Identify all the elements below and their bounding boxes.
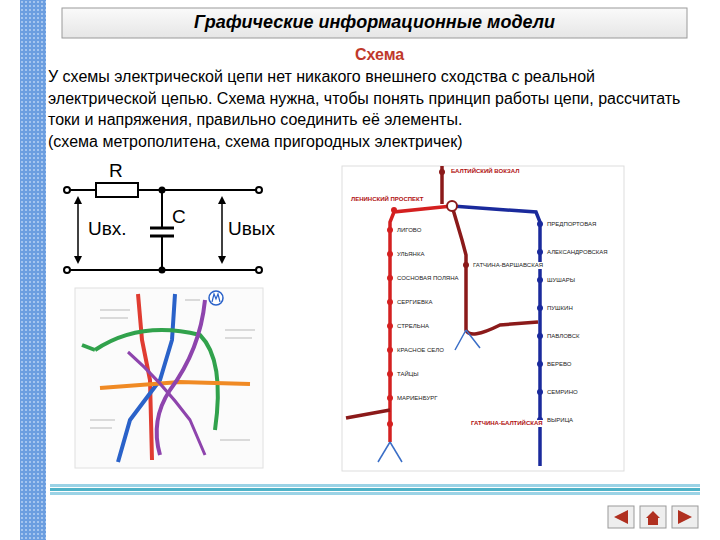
station-name: ПУШКИН bbox=[546, 305, 574, 312]
station-dot bbox=[387, 275, 393, 281]
nav-buttons bbox=[608, 506, 698, 528]
station-dot bbox=[537, 333, 543, 339]
station-name: СЕРГИЕВКА bbox=[396, 299, 433, 306]
body-text: У схемы электрической цепи нет никакого … bbox=[48, 66, 698, 131]
station-name: ШУШАРЫ bbox=[546, 277, 576, 284]
station-dot bbox=[387, 347, 393, 353]
station-name: ЛЕНИНСКИЙ ПРОСПЕКТ bbox=[350, 196, 425, 203]
station-name: ПАВЛОВСК bbox=[546, 333, 580, 340]
slide-title: Графические информационные модели bbox=[62, 12, 687, 33]
station-dot bbox=[439, 169, 445, 175]
station-dot bbox=[387, 251, 393, 257]
station-name: ГАТЧИНА-БАЛТИЙСКАЯ bbox=[470, 420, 544, 427]
bottom-bar bbox=[50, 484, 700, 495]
station-name: ЛИГОВО bbox=[396, 227, 422, 234]
station-name: ГАТЧИНА-ВАРШАВСКАЯ bbox=[472, 262, 544, 269]
station-name: БАЛТИЙСКИЙ ВОКЗАЛ bbox=[450, 168, 520, 175]
station-name: АЛЕКСАНДРОВСКАЯ bbox=[546, 249, 609, 256]
station-name: СЕМРИНО bbox=[546, 389, 579, 396]
station-dot bbox=[387, 371, 393, 377]
station-name: ВЕРЕВО bbox=[546, 361, 572, 368]
station-name: ТАЙЦЫ bbox=[396, 371, 420, 378]
station-dot bbox=[387, 299, 393, 305]
station-dot bbox=[391, 207, 397, 213]
station-dot bbox=[463, 262, 469, 268]
station-dot bbox=[537, 249, 543, 255]
station-dot bbox=[537, 389, 543, 395]
signal-name: Uвх. bbox=[88, 218, 127, 240]
station-name: КРАСНОЕ СЕЛО bbox=[396, 347, 445, 354]
station-name: МАРИЕНБУРГ bbox=[396, 395, 439, 402]
metro-map bbox=[75, 288, 263, 468]
station-name: СОСНОВАЯ ПОЛЯНА bbox=[396, 275, 460, 282]
station-dot bbox=[537, 277, 543, 283]
station-name: УЛЬЯНКА bbox=[396, 251, 425, 258]
capacitor-label: C bbox=[172, 206, 186, 228]
station-name: ВЫРИЦА bbox=[546, 417, 574, 424]
resistor-label: R bbox=[109, 160, 123, 182]
title-bar bbox=[62, 8, 687, 38]
section-heading: Схема bbox=[355, 46, 404, 64]
station-dot bbox=[387, 421, 393, 427]
station-dot bbox=[387, 395, 393, 401]
signal-name: Uвых bbox=[228, 218, 275, 240]
station-dot bbox=[387, 227, 393, 233]
side-strip bbox=[20, 0, 46, 540]
station-dot bbox=[387, 323, 393, 329]
station-name: ПРЕДПОРТОВАЯ bbox=[546, 221, 597, 228]
body-note: (схема метрополитена, схема пригородных … bbox=[48, 131, 698, 153]
station-dot bbox=[537, 305, 543, 311]
station-dot bbox=[537, 361, 543, 367]
suburban-train-scheme bbox=[342, 166, 624, 471]
station-name: СТРЕЛЬНА bbox=[396, 323, 430, 330]
station-dot bbox=[537, 221, 543, 227]
